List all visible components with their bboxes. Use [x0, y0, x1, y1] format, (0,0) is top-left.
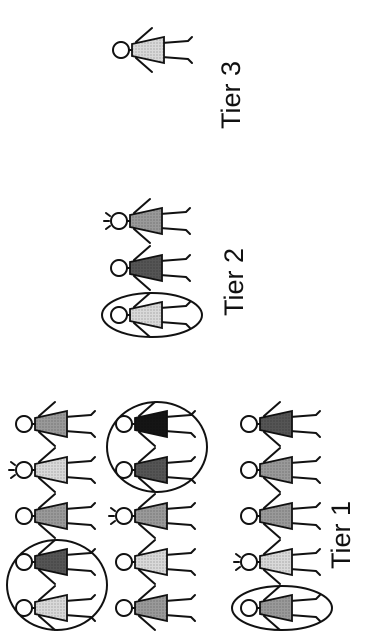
- head-shape: [111, 260, 127, 276]
- person-figure-tier2-row1-2: [111, 246, 190, 290]
- head-shape: [111, 307, 127, 323]
- head-shape: [241, 416, 257, 432]
- head-shape: [111, 213, 127, 229]
- person-figure-tier1-row1-4: [9, 448, 95, 492]
- head-shape: [116, 508, 132, 524]
- tier-2-label: Tier 2: [219, 248, 249, 316]
- head-shape: [241, 508, 257, 524]
- head-shape: [116, 554, 132, 570]
- person-figure-tier3-row1-1: [113, 28, 192, 72]
- person-figure-tier2-row1-1: [111, 293, 190, 337]
- head-shape: [241, 600, 257, 616]
- person-figure-tier1-row3-3: [241, 494, 320, 538]
- person-figure-tier2-row1-3: [104, 199, 190, 243]
- head-shape: [16, 416, 32, 432]
- person-figure-tier1-row2-2: [116, 540, 195, 584]
- person-figure-tier1-row3-2: [234, 540, 320, 584]
- figures-layer: [7, 28, 332, 630]
- head-shape: [241, 554, 257, 570]
- head-shape: [113, 42, 129, 58]
- person-figure-tier1-row3-4: [241, 448, 320, 492]
- person-figure-tier1-row1-5: [16, 402, 95, 446]
- person-figure-tier1-row3-1: [241, 586, 320, 630]
- head-shape: [16, 462, 32, 478]
- head-shape: [116, 600, 132, 616]
- person-figure-tier1-row2-3: [109, 494, 195, 538]
- head-shape: [241, 462, 257, 478]
- person-figure-tier1-row3-5: [241, 402, 320, 446]
- person-figure-tier1-row1-3: [16, 494, 95, 538]
- tier-3-label: Tier 3: [216, 61, 246, 129]
- person-figure-tier1-row2-1: [116, 586, 195, 630]
- head-shape: [16, 508, 32, 524]
- tier-1-label: Tier 1: [326, 501, 356, 569]
